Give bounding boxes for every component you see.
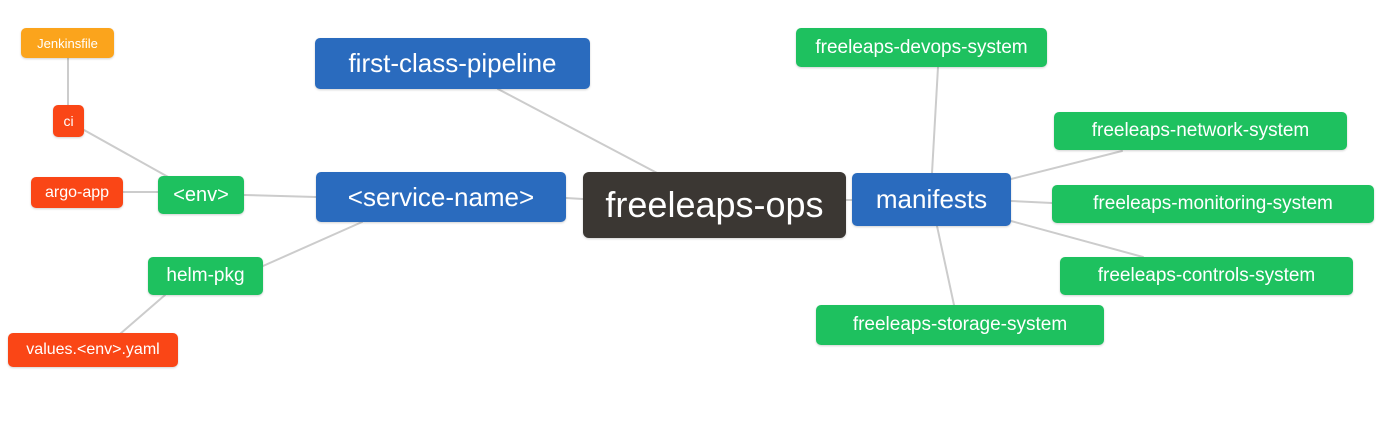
node-argo-app[interactable]: argo-app [31, 177, 123, 208]
node-ci[interactable]: ci [53, 105, 84, 137]
node-label: freeleaps-storage-system [852, 314, 1068, 335]
edge-first-class-pipeline-to-freeleaps-ops [497, 88, 660, 175]
node-label: freeleaps-monitoring-system [1093, 193, 1333, 214]
node-label: helm-pkg [166, 265, 245, 286]
edge-helm-pkg-to-values-env-yaml [119, 294, 166, 335]
edge-manifests-to-monitoring-system [1010, 200, 1053, 204]
node-label: <env> [173, 183, 229, 206]
edge-manifests-to-controls-system [1010, 220, 1144, 258]
node-values-env-yaml[interactable]: values.<env>.yaml [8, 333, 178, 367]
node-label: freeleaps-devops-system [815, 36, 1028, 58]
node-devops-system[interactable]: freeleaps-devops-system [796, 28, 1047, 67]
node-controls-system[interactable]: freeleaps-controls-system [1060, 257, 1353, 295]
edge-manifests-to-devops-system [931, 66, 939, 174]
node-label: ci [63, 113, 74, 129]
node-label: freeleaps-controls-system [1097, 265, 1316, 286]
node-env[interactable]: <env> [158, 176, 244, 214]
node-monitoring-system[interactable]: freeleaps-monitoring-system [1052, 185, 1374, 223]
node-label: values.<env>.yaml [26, 341, 160, 358]
node-label: Jenkinsfile [37, 35, 98, 51]
edge-env-to-service-name [243, 194, 317, 198]
node-jenkinsfile[interactable]: Jenkinsfile [21, 28, 114, 58]
node-service-name[interactable]: <service-name> [316, 172, 566, 222]
edge-service-name-to-helm-pkg [262, 221, 363, 267]
node-network-system[interactable]: freeleaps-network-system [1054, 112, 1347, 150]
node-label: freeleaps-ops [605, 184, 824, 225]
node-label: <service-name> [347, 181, 535, 212]
node-label: manifests [875, 184, 988, 214]
node-label: freeleaps-network-system [1091, 120, 1310, 141]
edge-manifests-to-network-system [1010, 150, 1123, 180]
edge-service-name-to-freeleaps-ops [565, 197, 584, 200]
node-first-class-pipeline[interactable]: first-class-pipeline [315, 38, 590, 89]
node-helm-pkg[interactable]: helm-pkg [148, 257, 263, 295]
node-manifests[interactable]: manifests [852, 173, 1011, 226]
edge-ci-to-env [83, 129, 171, 179]
node-freeleaps-ops[interactable]: freeleaps-ops [583, 172, 846, 238]
node-label: argo-app [44, 183, 110, 201]
edge-manifests-to-storage-system [936, 225, 955, 306]
node-label: first-class-pipeline [348, 48, 557, 78]
node-storage-system[interactable]: freeleaps-storage-system [816, 305, 1104, 345]
